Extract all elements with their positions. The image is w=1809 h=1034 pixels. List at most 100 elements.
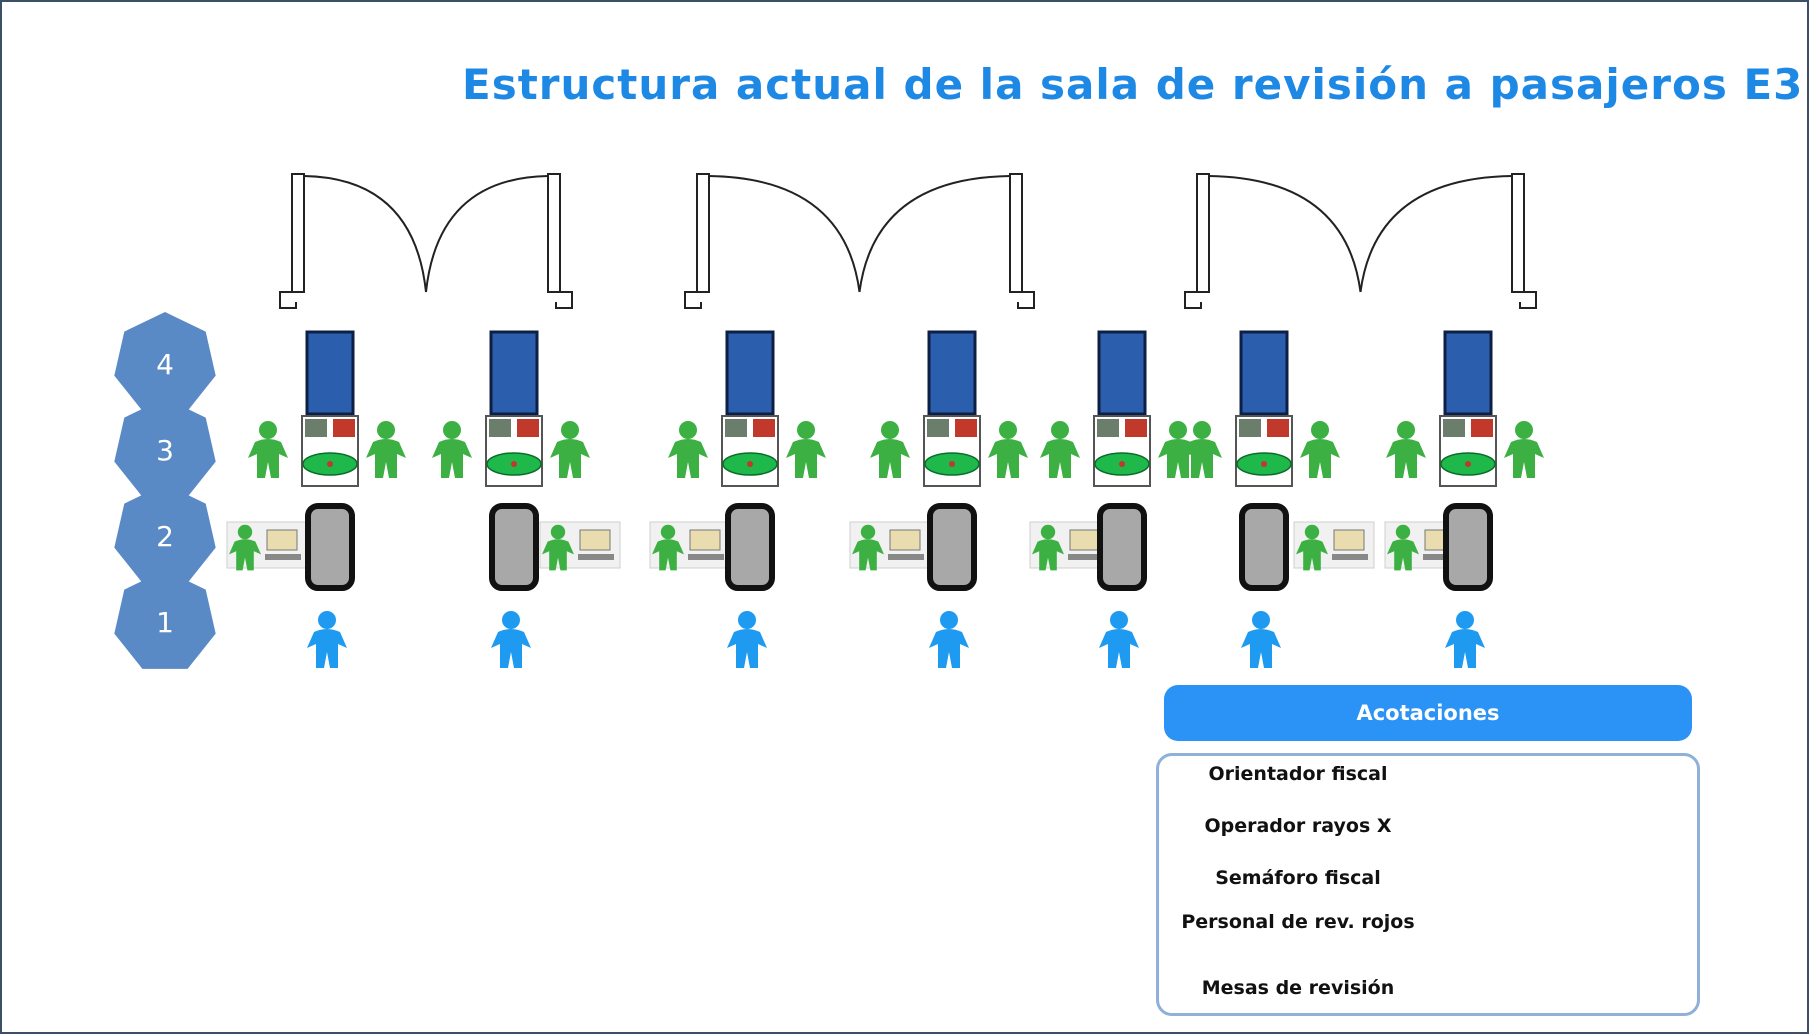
xray-operator <box>849 521 931 571</box>
person-body <box>852 539 884 571</box>
checkpoint-station-6 <box>1182 330 1375 668</box>
orientador-fiscal <box>307 611 347 668</box>
operator-person <box>1032 524 1064 571</box>
door-swing-right <box>1359 175 1513 293</box>
traffic-light-green-lamp <box>489 419 511 437</box>
door-left-leaf <box>1196 173 1210 293</box>
person-body <box>1387 539 1419 571</box>
staff-person-left <box>668 421 708 478</box>
person-body <box>1241 629 1281 668</box>
legend-label-semaforo: Semáforo fiscal <box>1215 867 1381 889</box>
traffic-light-green-lamp <box>927 419 949 437</box>
traffic-light-button <box>747 461 753 467</box>
person-body <box>988 439 1028 478</box>
traffic-light-green-lamp <box>1239 419 1261 437</box>
double-door-2 <box>684 173 1035 309</box>
operator-monitor <box>579 529 611 551</box>
review-table <box>305 330 355 416</box>
checkpoint-station-3 <box>649 330 826 668</box>
person-body <box>1296 539 1328 571</box>
person-body <box>668 439 708 478</box>
traffic-light-red-lamp <box>333 419 355 437</box>
person-body <box>727 629 767 668</box>
row-heptagon <box>114 398 216 497</box>
person-head <box>679 421 697 439</box>
door-swing-left <box>708 175 861 293</box>
row-heptagon <box>114 312 216 411</box>
orientador-fiscal <box>929 611 969 668</box>
person-head <box>1051 421 1069 439</box>
person-body <box>1099 629 1139 668</box>
traffic-light-red-lamp <box>753 419 775 437</box>
checkpoint-station-1 <box>226 330 406 668</box>
person-body <box>929 629 969 668</box>
legend-label-orientador: Orientador fiscal <box>1208 763 1388 785</box>
door-right-leaf <box>1511 173 1525 293</box>
double-door-1 <box>279 173 573 309</box>
staff-person-left <box>1040 421 1080 478</box>
xray-machine <box>1239 503 1289 591</box>
person-head <box>999 421 1017 439</box>
xray-operator <box>226 521 308 571</box>
person-body <box>542 539 574 571</box>
person-head <box>940 611 958 629</box>
traffic-light-button <box>1465 461 1471 467</box>
door-hinge-left <box>1184 291 1202 309</box>
person-head <box>797 421 815 439</box>
person-body <box>1040 439 1080 478</box>
operator-person <box>652 524 684 571</box>
operator-keyboard <box>1332 554 1368 560</box>
person-body <box>1032 539 1064 571</box>
person-head <box>1515 421 1533 439</box>
operator-keyboard <box>688 554 724 560</box>
door-hinge-right <box>1519 291 1537 309</box>
person-body <box>432 439 472 478</box>
xray-machine-body <box>927 503 977 591</box>
person-head <box>1040 524 1056 540</box>
person-body <box>786 439 826 478</box>
operator-person <box>1387 524 1419 571</box>
operator-keyboard <box>1423 554 1459 560</box>
person-head <box>1193 421 1211 439</box>
staff-person-right <box>1504 421 1544 478</box>
checkpoint-station-5 <box>1029 330 1198 668</box>
xray-machine-body <box>1239 503 1289 591</box>
person-head <box>1252 611 1270 629</box>
operator-person <box>229 524 261 571</box>
person-head <box>660 524 676 540</box>
xray-machine-body <box>489 503 539 591</box>
person-head <box>881 421 899 439</box>
person-head <box>1110 611 1128 629</box>
traffic-light-red-lamp <box>955 419 977 437</box>
door-hinge-right <box>1017 291 1035 309</box>
legend-label-personal: Personal de rev. rojos <box>1181 911 1415 933</box>
person-body <box>366 439 406 478</box>
operator-monitor <box>1333 529 1365 551</box>
traffic-light-button <box>327 461 333 467</box>
row-number: 1 <box>156 606 174 639</box>
table-body <box>725 330 775 416</box>
door-right-leaf <box>1009 173 1023 293</box>
door-left-leaf <box>696 173 710 293</box>
xray-machine <box>305 503 355 591</box>
xray-machine <box>927 503 977 591</box>
door-swing-right <box>858 175 1011 293</box>
traffic-light <box>485 415 543 487</box>
traffic-light-red-lamp <box>1125 419 1147 437</box>
xray-machine <box>1097 503 1147 591</box>
orientador-fiscal <box>491 611 531 668</box>
person-head <box>1311 421 1329 439</box>
operator-person <box>852 524 884 571</box>
traffic-light <box>721 415 779 487</box>
person-head <box>318 611 336 629</box>
xray-machine-body <box>1097 503 1147 591</box>
person-body <box>1504 439 1544 478</box>
traffic-light <box>1093 415 1151 487</box>
row-marker-2: 2 <box>114 484 216 583</box>
table-body <box>1239 330 1289 416</box>
door-swing-left <box>1208 175 1362 293</box>
review-table <box>1097 330 1147 416</box>
orientador-fiscal <box>1445 611 1485 668</box>
legend-box: Orientador fiscal Operador rayos X Semáf… <box>1156 753 1700 1016</box>
